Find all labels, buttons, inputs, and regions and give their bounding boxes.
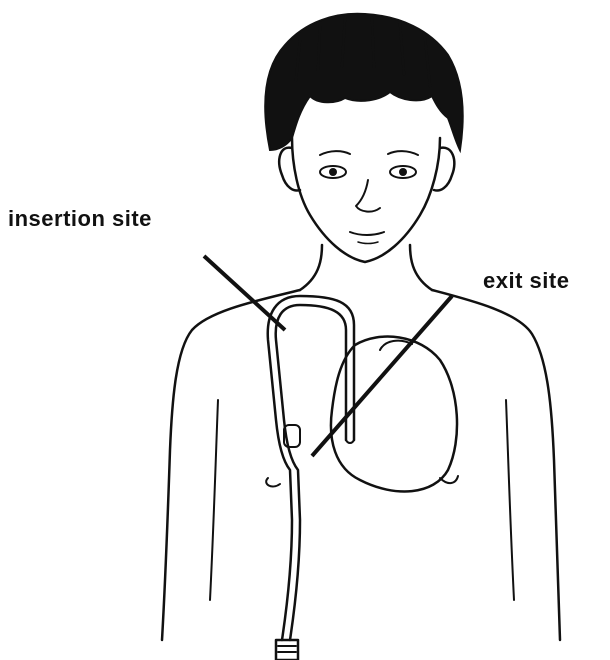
face (279, 138, 454, 262)
exit-site-leader-line (312, 296, 452, 456)
exit-site-label: exit site (483, 268, 569, 294)
insertion-site-label: insertion site (8, 206, 152, 232)
catheter (268, 296, 354, 660)
insertion-site-leader-line (204, 256, 285, 330)
torso (162, 245, 560, 640)
hair (265, 14, 463, 150)
